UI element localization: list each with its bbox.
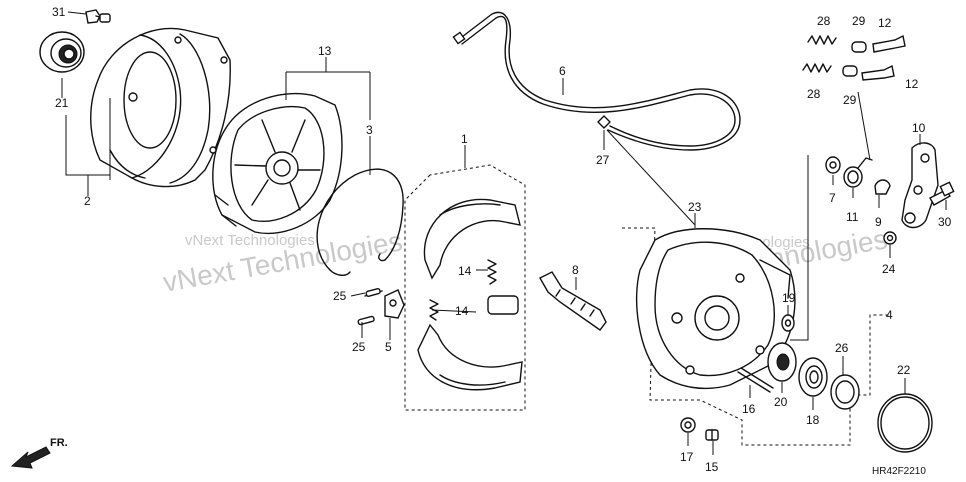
diagram-code: HR42F2210 (872, 466, 926, 477)
callout-11: 11 (846, 210, 859, 224)
callout-25-top: 25 (333, 289, 347, 303)
callout-29-bottom: 29 (843, 93, 857, 107)
part-22-o-ring (877, 393, 933, 453)
part-29-collars (842, 41, 867, 77)
part-16-stud (737, 367, 774, 393)
part-19-washer (781, 314, 795, 332)
part-7-washer (825, 156, 841, 174)
part-24-nut (883, 231, 897, 245)
part-23-brake-panel (622, 227, 890, 446)
part-28-springs (802, 35, 837, 73)
part-21-seal (39, 31, 85, 73)
part-9-indicator (874, 179, 891, 195)
part-17-washer (680, 417, 696, 433)
callout-15: 15 (705, 460, 719, 474)
callout-20: 20 (774, 395, 788, 409)
callout-14-top: 14 (458, 264, 472, 278)
callout-13: 13 (318, 44, 332, 58)
callout-8: 8 (572, 263, 579, 277)
callout-10: 10 (912, 121, 926, 135)
callout-21: 21 (55, 96, 69, 110)
part-12-pins (861, 34, 906, 81)
callout-1: 1 (461, 132, 468, 146)
part-6-cable (452, 11, 741, 151)
callout-31: 31 (52, 5, 66, 19)
callout-24: 24 (882, 262, 896, 276)
callout-12-top: 12 (878, 16, 892, 30)
callout-22: 22 (897, 363, 911, 377)
part-30-bolt (929, 181, 955, 206)
watermark-small-left: vNext Technologies (185, 232, 315, 249)
callout-18: 18 (806, 413, 820, 427)
callout-14-bottom: 14 (455, 304, 469, 318)
callout-5: 5 (385, 340, 392, 354)
part-10-brake-arm (901, 142, 939, 229)
callout-3: 3 (366, 123, 373, 137)
part-2-drum-cover (90, 27, 231, 188)
callout-7: 7 (829, 191, 836, 205)
callout-30: 30 (938, 215, 952, 229)
callout-25-bottom: 25 (352, 340, 366, 354)
callout-23: 23 (688, 200, 702, 214)
part-15-bolt (705, 429, 719, 441)
callout-16: 16 (742, 402, 756, 416)
callout-2: 2 (84, 194, 91, 208)
part-27-clip (597, 115, 611, 129)
callout-26: 26 (835, 341, 849, 355)
front-direction-label: FR. (50, 437, 68, 449)
part-18-bearing (798, 357, 828, 397)
part-1-brake-shoes (404, 164, 526, 411)
callout-6: 6 (559, 64, 566, 78)
callout-19: 19 (782, 291, 796, 305)
callout-12-bottom: 12 (905, 77, 919, 91)
part-20-seal (767, 342, 797, 382)
leader-lines (61, 11, 947, 455)
callout-17: 17 (680, 450, 694, 464)
part-25-pins (357, 288, 383, 326)
part-26-seal (830, 374, 860, 410)
part-3-snap-ring (316, 168, 404, 277)
part-8-cam-shaft (539, 271, 607, 331)
callout-27: 27 (596, 153, 610, 167)
part-31-bolt (85, 9, 111, 24)
callout-29-top: 29 (852, 14, 866, 28)
part-11-return-spring (843, 157, 873, 188)
front-direction-arrow: FR. (10, 437, 68, 469)
callout-9: 9 (875, 215, 882, 229)
callout-28-top: 28 (817, 14, 831, 28)
part-5-plate (384, 289, 405, 319)
callout-4: 4 (886, 308, 893, 322)
callout-28-bottom: 28 (807, 87, 821, 101)
callout-labels: 31 21 2 13 3 1 25 25 5 14 14 6 27 23 8 2… (52, 5, 952, 474)
